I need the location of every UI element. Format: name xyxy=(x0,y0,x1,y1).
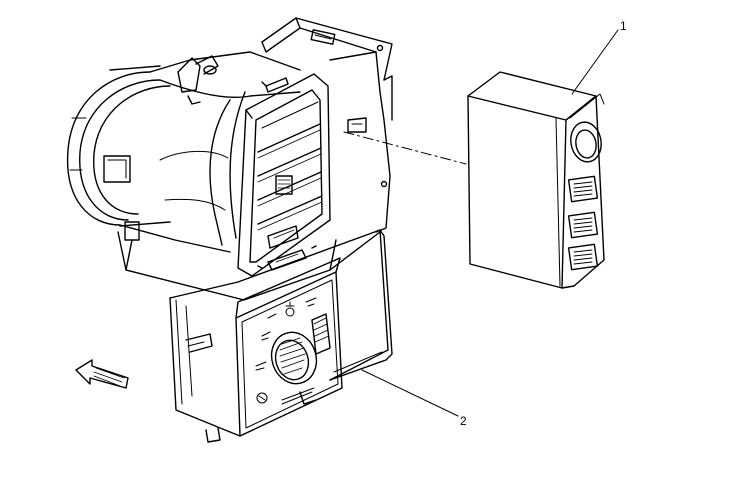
duct-collar xyxy=(68,66,170,226)
vent-face xyxy=(238,74,330,276)
panel-markings xyxy=(256,298,316,404)
headlamp-switch-bezel xyxy=(170,230,392,442)
front-direction-arrow-icon xyxy=(76,360,128,388)
vent-slider xyxy=(258,246,316,270)
callout-label-1: 1 xyxy=(620,19,627,33)
mounting-tab xyxy=(178,56,218,104)
leader-lines xyxy=(344,30,618,416)
duct-body xyxy=(104,52,300,252)
air-outlet-housing xyxy=(68,18,392,300)
callout-label-2: 2 xyxy=(460,414,467,428)
leader-line-1 xyxy=(572,30,618,94)
dimmer-thumbwheel xyxy=(312,314,330,354)
leader-line-2 xyxy=(362,370,458,416)
switch-module xyxy=(468,72,604,288)
rotary-knob xyxy=(265,326,323,389)
